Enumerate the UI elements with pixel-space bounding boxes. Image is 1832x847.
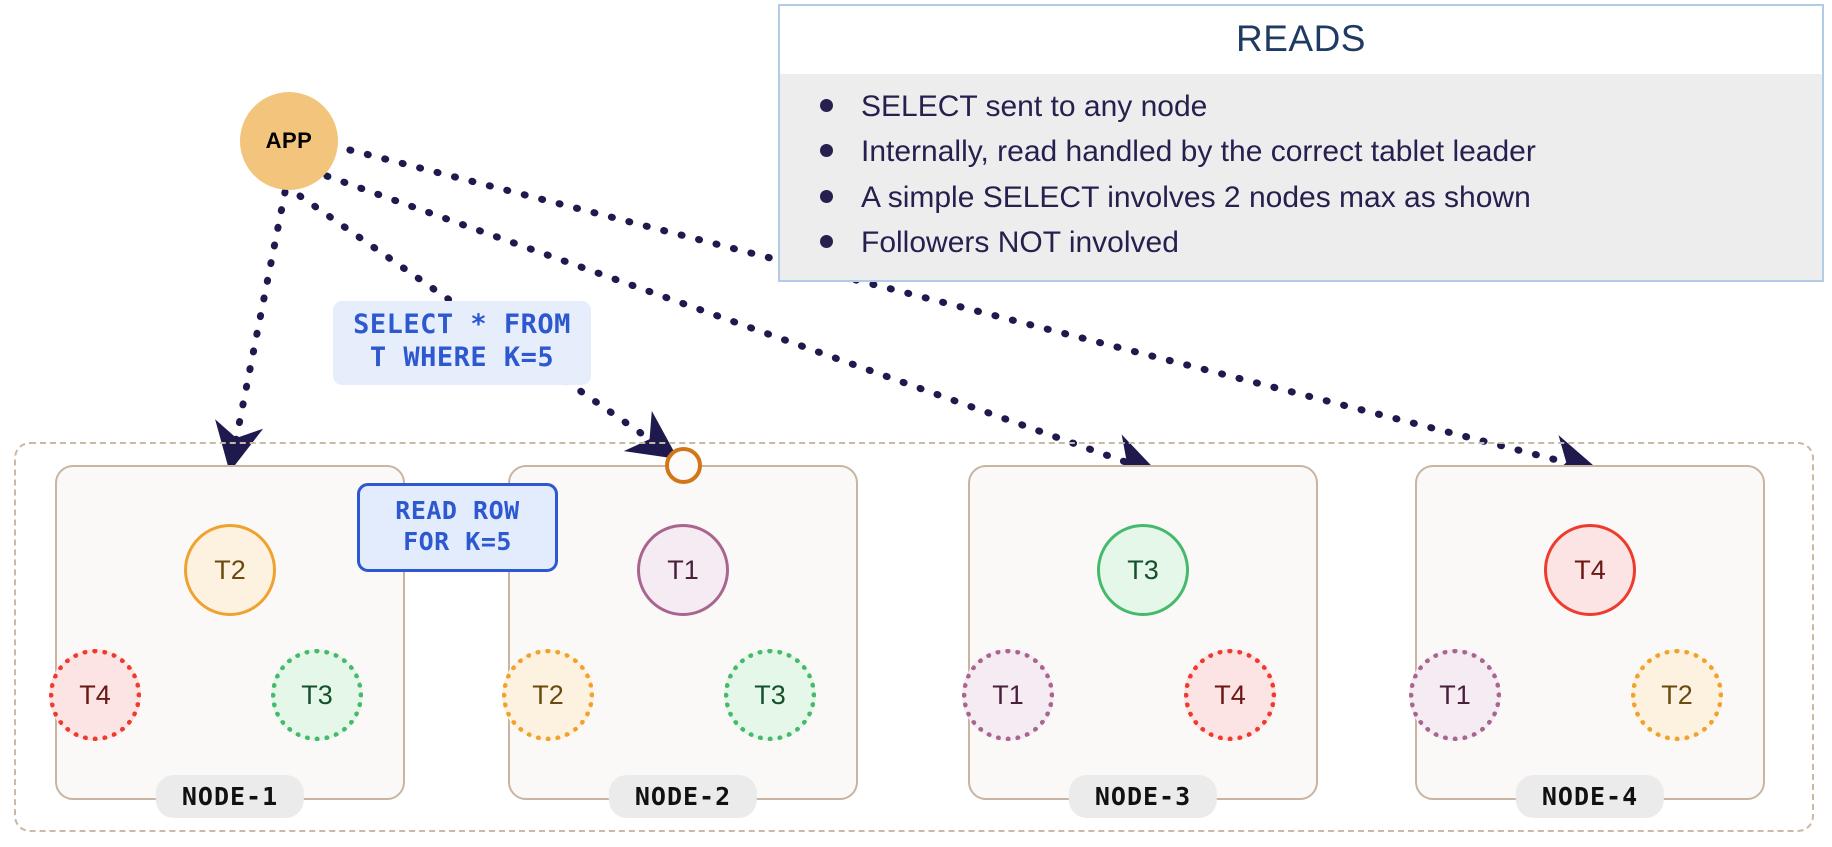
read-callout-line-2: FOR K=5 xyxy=(403,527,512,557)
sql-statement-line-1: SELECT * FROM xyxy=(353,309,571,340)
tablet-follower[interactable]: T1 xyxy=(962,649,1054,741)
tablet-label: T2 xyxy=(532,679,564,710)
reads-panel-title: READS xyxy=(780,6,1822,74)
sql-statement-line-2: T WHERE K=5 xyxy=(369,341,555,373)
app-node-label: APP xyxy=(265,128,313,153)
reads-bullet-list: SELECT sent to any node Internally, read… xyxy=(780,74,1822,280)
bullet-icon xyxy=(820,235,833,249)
list-item: SELECT sent to any node xyxy=(780,84,1822,129)
node2-entry-port-icon xyxy=(665,447,702,484)
tablet-label: T4 xyxy=(1214,679,1246,710)
app-node[interactable]: APP xyxy=(240,92,338,190)
tablet-leader[interactable]: T3 xyxy=(1097,524,1189,616)
read-row-callout: READ ROW FOR K=5 xyxy=(357,483,558,572)
tablet-label: T3 xyxy=(1127,554,1159,585)
node-name-badge: NODE-1 xyxy=(155,775,305,818)
tablet-follower[interactable]: T2 xyxy=(1631,649,1723,741)
read-callout-line-1: READ ROW xyxy=(395,496,520,525)
list-item: Internally, read handled by the correct … xyxy=(780,129,1822,174)
tablet-label: T1 xyxy=(1439,679,1471,710)
node-name-badge: NODE-3 xyxy=(1068,775,1218,818)
arrow-app-to-node1 xyxy=(215,188,289,473)
tablet-leader[interactable]: T1 xyxy=(637,524,729,616)
tablet-follower[interactable]: T3 xyxy=(724,649,816,741)
tablet-leader[interactable]: T4 xyxy=(1544,524,1636,616)
tablet-label: T4 xyxy=(1574,554,1606,585)
list-item: Followers NOT involved xyxy=(780,220,1822,265)
tablet-label: T4 xyxy=(79,679,111,710)
node-box-1[interactable]: T2 T4 T3 NODE-1 xyxy=(49,465,405,818)
bullet-icon xyxy=(820,99,833,112)
reads-bullet-text: Followers NOT involved xyxy=(861,226,1179,260)
list-item: A simple SELECT involves 2 nodes max as … xyxy=(780,175,1822,220)
tablet-label: T2 xyxy=(1661,679,1693,710)
node-name-badge: NODE-4 xyxy=(1515,775,1665,818)
tablet-follower[interactable]: T4 xyxy=(1184,649,1276,741)
node-box-2[interactable]: T1 T2 T3 NODE-2 xyxy=(502,465,858,818)
reads-bullet-text: SELECT sent to any node xyxy=(861,90,1208,123)
reads-panel: READS SELECT sent to any node Internally… xyxy=(778,4,1824,282)
cluster-boundary xyxy=(14,442,1814,832)
node-box-4[interactable]: T4 T1 T2 NODE-4 xyxy=(1409,465,1765,818)
bullet-icon xyxy=(820,144,833,158)
bullet-icon xyxy=(820,189,833,203)
node-box-3[interactable]: T3 T1 T4 NODE-3 xyxy=(962,465,1318,818)
tablet-follower[interactable]: T4 xyxy=(49,649,141,741)
tablet-label: T3 xyxy=(754,679,786,710)
sql-statement-label: SELECT * FROM T WHERE K=5 xyxy=(333,301,591,385)
reads-bullet-text: Internally, read handled by the correct … xyxy=(861,135,1536,169)
tablet-follower[interactable]: T2 xyxy=(502,649,594,741)
node-name-badge: NODE-2 xyxy=(608,775,758,818)
tablet-label: T3 xyxy=(301,679,333,710)
tablet-follower[interactable]: T3 xyxy=(271,649,363,741)
tablet-label: T1 xyxy=(667,554,699,585)
tablet-follower[interactable]: T1 xyxy=(1409,649,1501,741)
tablet-label: T2 xyxy=(214,554,246,585)
tablet-leader[interactable]: T2 xyxy=(184,524,276,616)
tablet-label: T1 xyxy=(992,679,1024,710)
reads-bullet-text: A simple SELECT involves 2 nodes max as … xyxy=(861,180,1531,214)
